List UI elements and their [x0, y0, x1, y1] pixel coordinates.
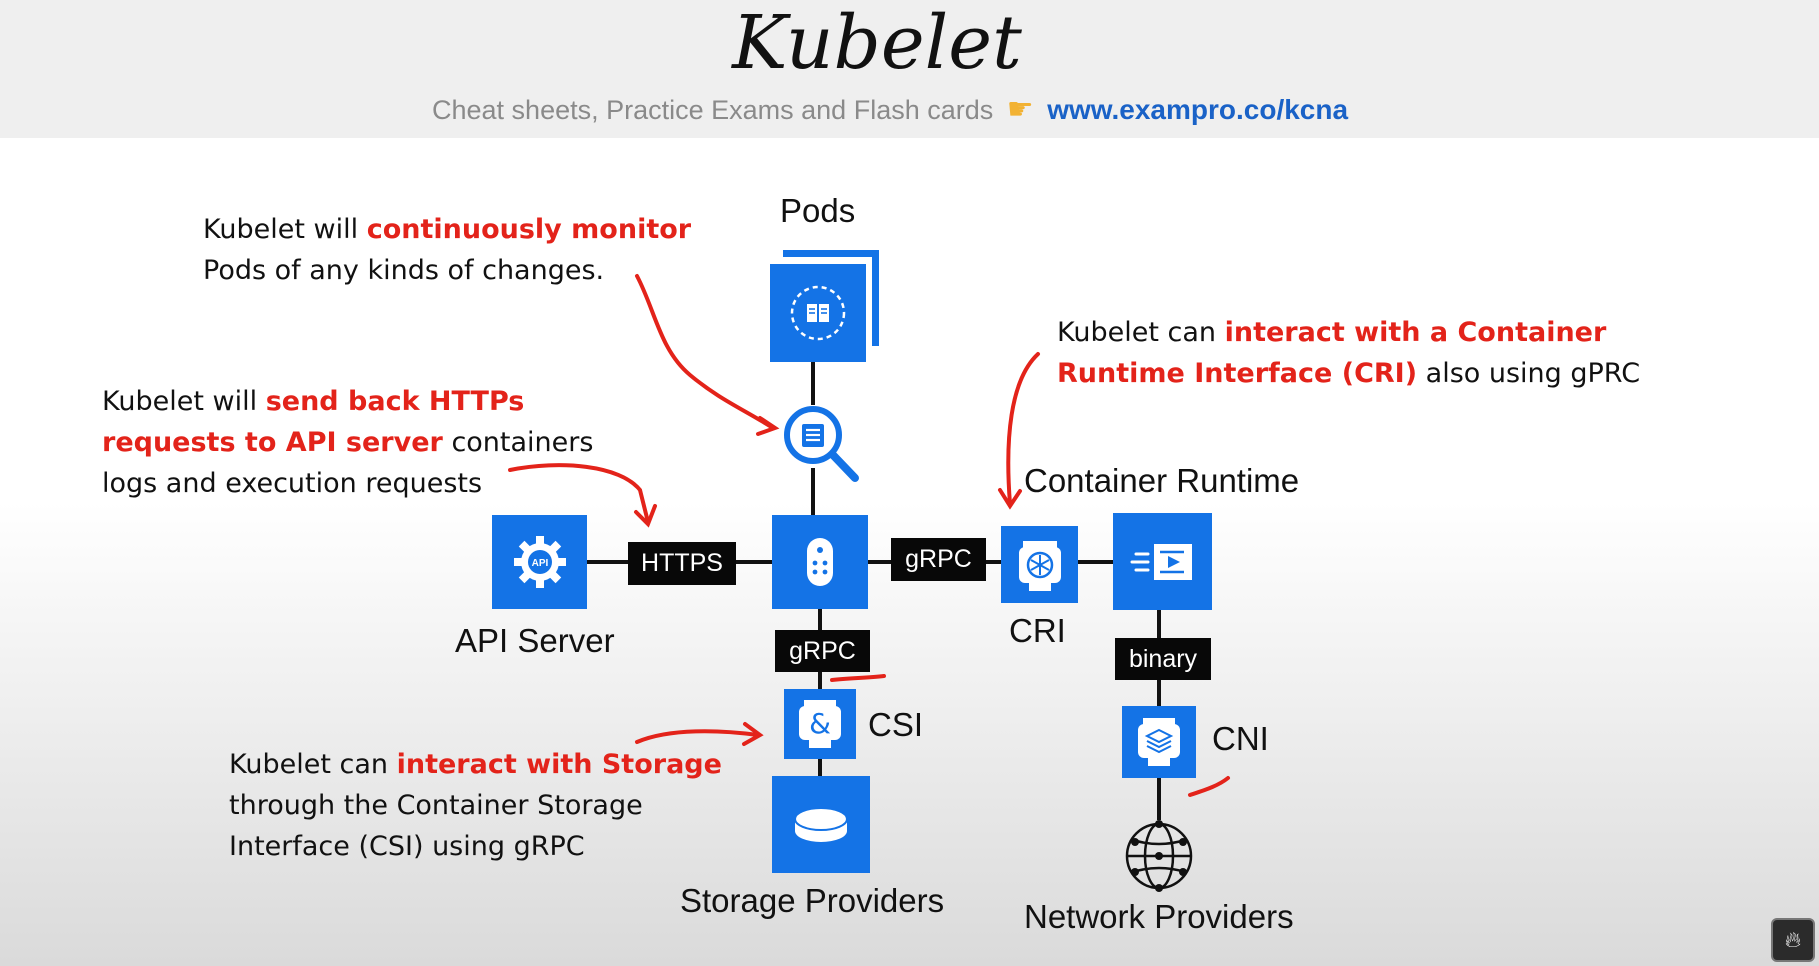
container-runtime-icon — [1113, 513, 1212, 610]
storage-arrowhead — [742, 722, 764, 746]
header-band: Kubelet Cheat sheets, Practice Exams and… — [0, 0, 1819, 138]
note-monitor: Kubelet will continuously monitor Pods o… — [203, 214, 692, 286]
runtime-icon — [1130, 543, 1192, 580]
note-https: Kubelet will send back HTTPs requests to… — [102, 386, 594, 499]
api-server-icon: API — [492, 515, 587, 609]
binary-tag: binary — [1115, 638, 1211, 680]
kubelet-icon — [772, 515, 868, 609]
grpc-underline-mark — [830, 674, 886, 682]
csi-label: CSI — [868, 706, 924, 743]
svg-text:&: & — [809, 707, 831, 740]
storage-arrow — [635, 729, 760, 744]
cri-label: CRI — [1009, 612, 1066, 649]
note-storage: Kubelet can interact with Storage throug… — [229, 749, 722, 862]
cni-label: CNI — [1212, 720, 1269, 757]
magnifier-icon — [784, 406, 859, 482]
flame-icon: 🔥︎ — [1784, 927, 1802, 952]
cri-arrow — [1006, 352, 1040, 506]
globe-network-icon — [1125, 820, 1193, 892]
pointing-hand-icon: ☛ — [1006, 93, 1034, 126]
storage-plugin-icon: & — [799, 700, 841, 748]
container-runtime-label: Container Runtime — [1024, 462, 1300, 499]
https-arrowhead — [634, 504, 657, 528]
network-providers-label: Network Providers — [1024, 898, 1294, 935]
gear-icon: API — [513, 536, 566, 588]
storage-providers-label: Storage Providers — [680, 882, 945, 919]
https-arrow — [508, 463, 650, 524]
exampro-link[interactable]: www.exampro.co/kcna — [1047, 94, 1349, 125]
grpc-down-tag: gRPC — [775, 630, 870, 672]
monitor-arrow — [635, 274, 775, 430]
api-icon-text: API — [531, 558, 548, 569]
channel-logo[interactable]: 🔥︎ — [1771, 918, 1815, 962]
cni-underline-mark — [1188, 776, 1230, 797]
note-cri: Kubelet can interact with a Container Ru… — [1057, 317, 1641, 389]
remote-control-icon — [807, 538, 833, 586]
https-tag: HTTPS — [628, 542, 736, 585]
cri-arrowhead — [998, 488, 1022, 510]
cri-icon — [1001, 526, 1078, 603]
pods-label: Pods — [780, 192, 856, 229]
api-server-label: API Server — [455, 622, 615, 659]
cni-icon — [1122, 706, 1196, 778]
csi-icon: & — [784, 689, 856, 759]
pod-icon — [790, 285, 846, 341]
disk-icon — [794, 806, 848, 842]
storage-providers-icon — [772, 776, 870, 873]
network-plugin-icon — [1138, 718, 1180, 766]
grpc-right-tag: gRPC — [891, 538, 986, 581]
monitor-arrowhead — [756, 416, 780, 436]
page-title: Kubelet — [732, 0, 1022, 86]
pods-icon — [770, 264, 866, 362]
plugin-icon — [1018, 540, 1061, 591]
subtitle-text: Cheat sheets, Practice Exams and Flash c… — [432, 95, 994, 125]
subtitle: Cheat sheets, Practice Exams and Flash c… — [432, 92, 1348, 127]
